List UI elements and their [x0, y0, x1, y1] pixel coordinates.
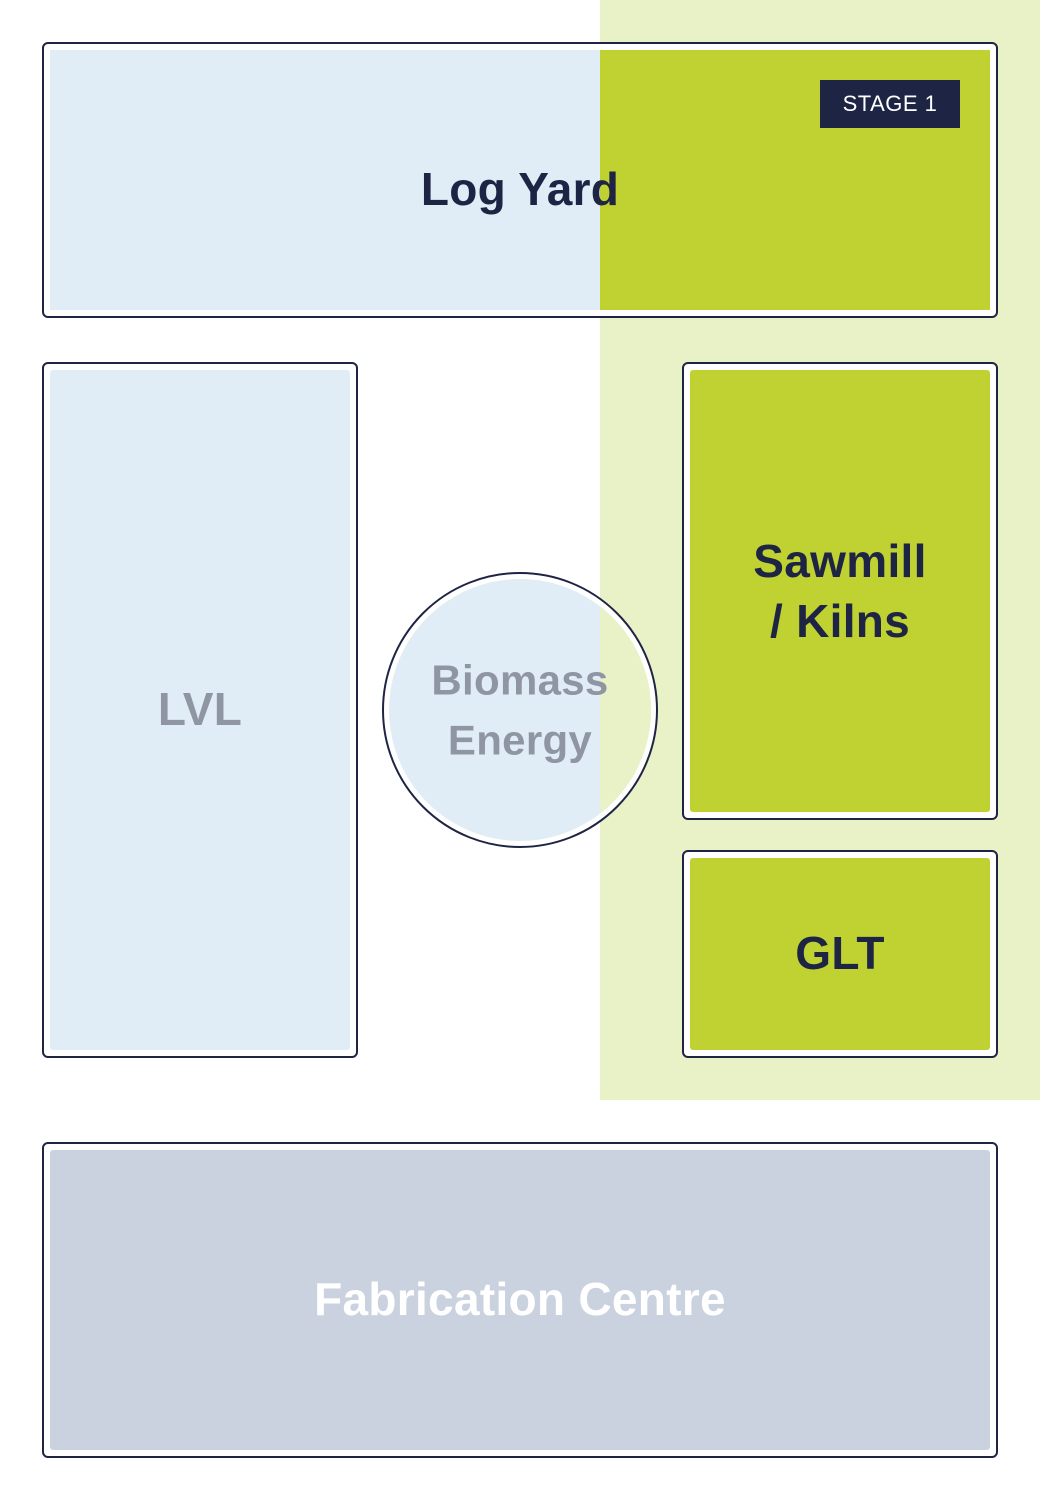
- lvl-label: LVL: [157, 683, 243, 736]
- log-yard-future-section: [50, 50, 600, 310]
- sawmill-kilns-block: Sawmill / Kilns: [682, 362, 998, 820]
- fabrication-centre-fill: [50, 1150, 990, 1450]
- sawmill-kilns-fill: [690, 370, 990, 812]
- biomass-stage-section: [600, 579, 651, 841]
- lvl-fill: [50, 370, 350, 1050]
- glt-fill: [690, 858, 990, 1050]
- glt-block: GLT: [682, 850, 998, 1058]
- biomass-energy-circle: Biomass Energy: [382, 572, 658, 848]
- lvl-block: LVL: [42, 362, 358, 1058]
- biomass-energy-label: Biomass Energy: [431, 656, 609, 763]
- log-yard-label: Log Yard: [420, 163, 620, 216]
- fabrication-centre-block: Fabrication Centre: [42, 1142, 998, 1458]
- glt-label: GLT: [795, 927, 885, 980]
- sawmill-kilns-label: Sawmill / Kilns: [753, 535, 927, 647]
- stage-1-badge: STAGE 1: [820, 80, 960, 128]
- biomass-fill: [389, 579, 651, 841]
- fabrication-centre-label: Fabrication Centre: [314, 1273, 726, 1326]
